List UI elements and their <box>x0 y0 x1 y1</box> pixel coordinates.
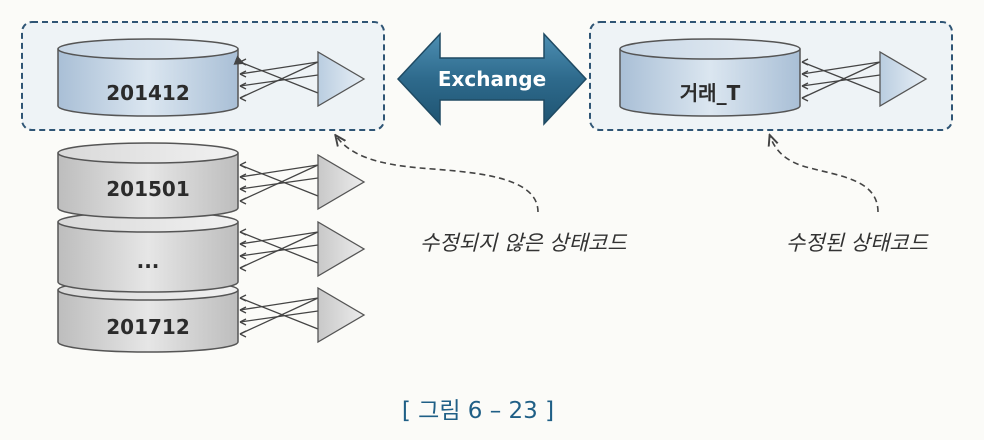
index-connector <box>239 294 319 338</box>
local-index-triangle <box>317 50 366 108</box>
exchange-arrow: Exchange <box>396 32 588 126</box>
pointer-unmodified <box>336 136 539 213</box>
table-cylinder-target: 거래_T <box>619 38 801 117</box>
note-modified-status: 수정된 상태코드 <box>786 231 929 255</box>
partition-label-ellipsis: ... <box>137 249 160 273</box>
index-connector <box>239 161 319 205</box>
partition-cylinder-ellipsis: ... <box>57 211 239 293</box>
figure-caption: [ 그림 6 – 23 ] <box>402 398 554 424</box>
partition-label-201501: 201501 <box>106 177 190 201</box>
local-index-triangle <box>317 286 366 344</box>
table-index-triangle <box>879 50 928 108</box>
index-connector <box>239 228 319 272</box>
partition-cylinder-201412: 201412 <box>57 38 239 117</box>
index-connector <box>801 58 881 102</box>
partition-label-201712: 201712 <box>106 315 190 339</box>
pointer-modified <box>770 136 879 213</box>
note-unmodified-status: 수정되지 않은 상태코드 <box>420 231 627 255</box>
target-table-label: 거래_T <box>680 81 741 105</box>
index-connector <box>233 55 319 102</box>
exchange-label: Exchange <box>438 67 546 91</box>
local-index-triangle <box>317 153 366 211</box>
partition-label-201412: 201412 <box>106 81 190 105</box>
local-index-triangle <box>317 220 366 278</box>
partition-cylinder-201501: 201501 <box>57 142 239 219</box>
